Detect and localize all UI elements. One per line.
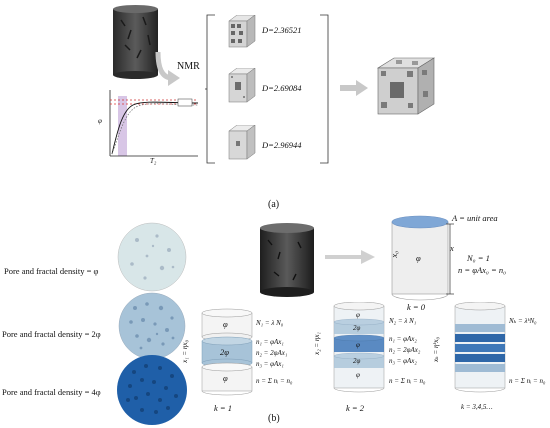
fractal-dimension-2: D=2.69084: [262, 83, 302, 93]
stage2-eq-5: n = Σ nᵢ = n₀: [389, 377, 426, 385]
menger-cube-3: [225, 125, 257, 161]
stage2-side-label: x₂ = ηx₁: [312, 332, 321, 355]
stage2-eq-3: n₂ = 2φAx₂: [389, 346, 421, 354]
fractal-dimension-1: D=2.36521: [262, 25, 302, 35]
arrow-right-icon: [340, 80, 368, 96]
stage2-eq-1: N₂ = λ N₁: [389, 317, 417, 325]
stage1-eq-3: n₂ = 2φAx₁: [256, 349, 288, 357]
rock-core-image: [113, 5, 158, 80]
stage2-layer-1: φ: [356, 311, 360, 319]
bracket-left: [205, 14, 217, 164]
stage2-eq-2: n₁ = φAx₂: [389, 335, 417, 343]
stage1-eq-4: n₃ = φAx₁: [256, 360, 284, 368]
chart-y-label: φ: [98, 117, 102, 125]
ideal-cylinder-k0: φ: [390, 214, 450, 302]
stage3-eq-1: Nₖ = λᵏN₀: [509, 317, 537, 325]
pore-disk-phi: [117, 222, 187, 292]
stage1-side-label: x₁ = ηx₀: [180, 340, 189, 363]
chart-x-label: T₂: [150, 157, 157, 165]
fractal-dimension-3: D=2.96944: [262, 140, 302, 150]
k0-height-sub: x₀: [389, 250, 400, 258]
density-label-phi: Pore and fractal density = φ: [4, 266, 99, 276]
area-label: A = unit area: [452, 213, 498, 223]
density-label-2phi: Pore and fractal density = 2φ: [2, 329, 101, 339]
stage1-layer-2: 2φ: [220, 347, 229, 357]
k0-eq1: N₀ = 1: [467, 253, 490, 263]
k0-height-label: x: [450, 243, 454, 253]
stage1-eq-1: N₁ = λ N₀: [256, 319, 284, 327]
k0-height-arrow: [446, 222, 460, 296]
stage3-cylinder: [453, 302, 507, 398]
stage2-eq-4: n₃ = φAx₂: [389, 357, 417, 365]
menger-cube-2: [225, 68, 257, 104]
nmr-chart: φ T₂: [98, 88, 200, 165]
rock-core-cylinder: [258, 222, 316, 300]
stage2-layer-5: φ: [356, 371, 360, 379]
stage2-layer-4: 2φ: [353, 357, 361, 365]
stage3-side-label: xₖ = ηᵏx₀: [431, 337, 440, 362]
stage1-k-label: k = 1: [214, 403, 233, 413]
curved-arrow-icon: [150, 52, 180, 92]
pore-disk-2phi: [117, 292, 187, 360]
stage1-eq-5: n = Σ nᵢ = n₀: [256, 377, 293, 385]
pore-disk-4phi: [116, 354, 188, 426]
stage2-cylinder: φ 2φ φ 2φ φ: [332, 302, 386, 398]
stage2-layer-2: 2φ: [353, 324, 361, 332]
stage1-layer-3: φ: [223, 373, 228, 383]
caption-b: (b): [268, 413, 280, 424]
k0-eq2: n = φAx₀ = n₀: [458, 265, 507, 275]
stage1-cylinder: φ 2φ φ: [200, 308, 254, 400]
menger-cube-1: [225, 15, 257, 49]
stage1-eq-2: n₁ = φAx₁: [256, 338, 284, 346]
k0-phi: φ: [416, 253, 421, 263]
stage1-layer-1: φ: [223, 319, 228, 329]
caption-a: (a): [268, 199, 280, 210]
composite-fractal-cube: [372, 56, 440, 118]
stage3-k-label: k = 3,4,5…: [461, 403, 493, 411]
arrow-right-icon-2: [325, 250, 375, 264]
stage2-layer-3: φ: [356, 341, 360, 349]
stage3-eq-2: n = Σ nᵢ = n₀: [509, 377, 546, 385]
k0-label: k = 0: [407, 302, 426, 312]
bracket-right: [318, 14, 330, 164]
nmr-label: NMR: [177, 61, 200, 72]
stage2-k-label: k = 2: [346, 403, 365, 413]
density-label-4phi: Pore and fractal density = 4φ: [2, 387, 101, 397]
